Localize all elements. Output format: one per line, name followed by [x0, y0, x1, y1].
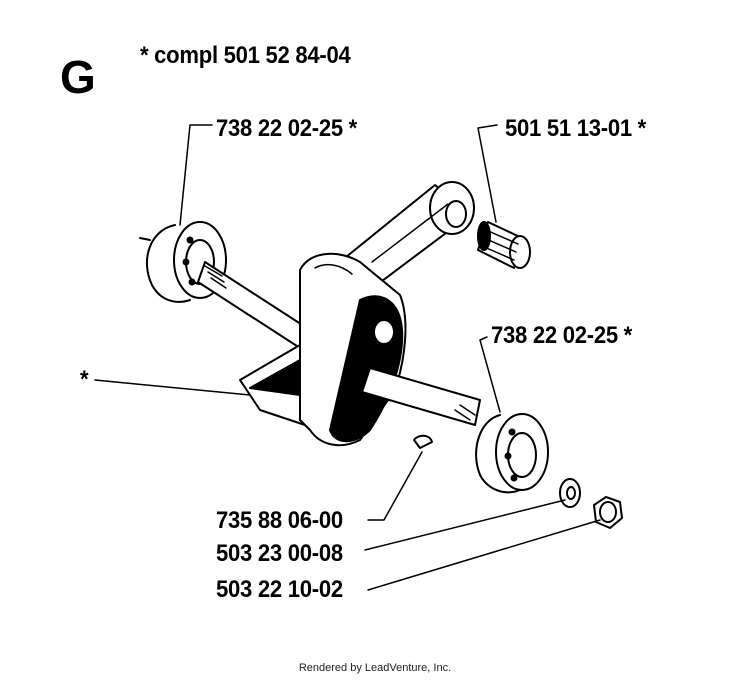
left-crank-shaft: [197, 261, 311, 349]
leader-crankshaft: [94, 379, 251, 396]
leader-lines: [94, 124, 601, 591]
right-main-bearing: [475, 413, 549, 494]
crank-web: [239, 252, 407, 447]
washer: [559, 478, 581, 508]
callout-crankshaft: *: [80, 366, 89, 393]
leader-washer: [364, 499, 566, 551]
footer-credit: Rendered by LeadVenture, Inc.: [298, 662, 452, 674]
nut: [593, 496, 623, 529]
callout-key: 735 88 06-00: [216, 507, 343, 534]
woodruff-key: [413, 434, 433, 449]
right-crank-shaft: [361, 367, 481, 426]
leader-bearing-top-right: [477, 124, 498, 223]
assembly-note: * compl 501 52 84-04: [140, 42, 351, 69]
leader-nut: [367, 519, 601, 591]
leader-key: [367, 451, 423, 521]
callout-nut: 503 22 10-02: [216, 576, 343, 603]
leader-bearing-right: [479, 336, 501, 413]
section-letter: G: [60, 51, 96, 103]
callout-bearing-top-right: 501 51 13-01 *: [505, 115, 647, 142]
leader-bearing-top-left: [179, 124, 213, 226]
callout-bearing-right: 738 22 02-25 *: [491, 322, 633, 349]
needle-bearing: [477, 221, 531, 269]
callout-bearing-top-left: 738 22 02-25 *: [216, 115, 358, 142]
callout-washer: 503 23 00-08: [216, 540, 343, 567]
